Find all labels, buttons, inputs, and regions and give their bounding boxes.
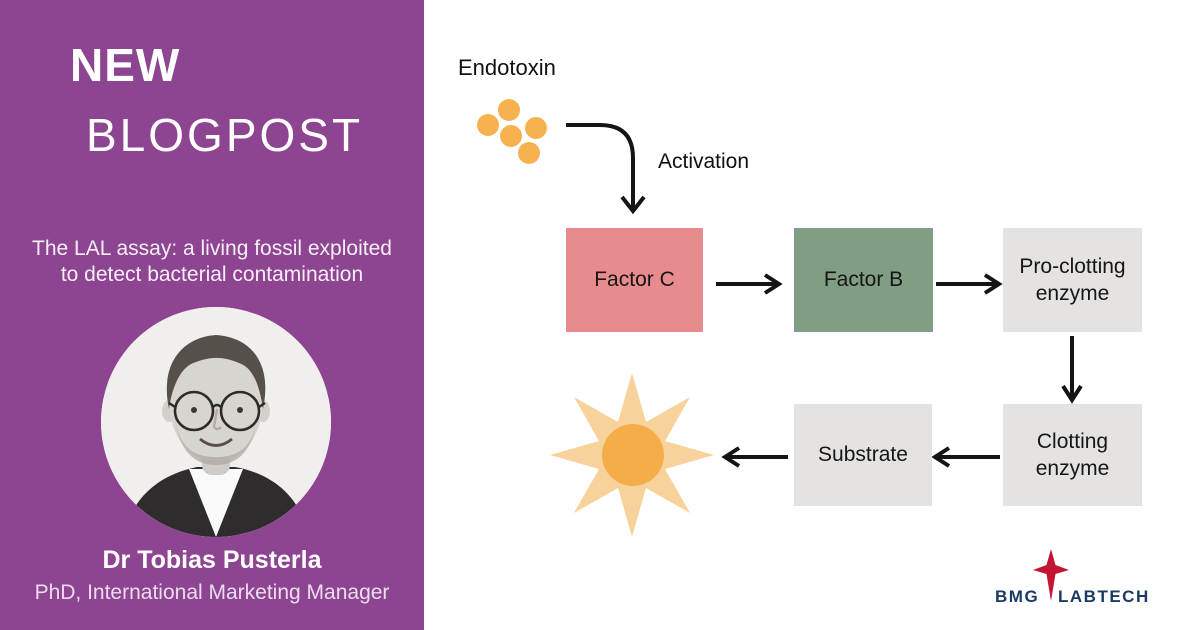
reaction-star-icon bbox=[550, 373, 714, 537]
post-title: The LAL assay: a living fossil exploited… bbox=[0, 236, 424, 288]
node-factor-b: Factor B bbox=[794, 228, 933, 332]
activation-arrow bbox=[566, 123, 635, 209]
node-pro-clotting-enzyme: Pro-clotting enzyme bbox=[1003, 228, 1142, 332]
author-photo bbox=[101, 307, 331, 537]
endotoxin-label: Endotoxin bbox=[458, 55, 556, 80]
author-name: Dr Tobias Pusterla bbox=[102, 546, 322, 574]
title-blogpost: BLOGPOST bbox=[86, 109, 364, 161]
logo-star-icon bbox=[1033, 549, 1069, 601]
activation-label: Activation bbox=[658, 150, 750, 173]
node-clotting-enzyme: Clotting enzyme bbox=[1003, 404, 1142, 506]
author-photo-image bbox=[101, 307, 331, 537]
post-title-line2: to detect bacterial contamination bbox=[60, 262, 364, 286]
author-role: PhD, International Marketing Manager bbox=[34, 581, 390, 604]
title-new: NEW bbox=[70, 39, 181, 91]
logo-word-bmg: BMG bbox=[995, 587, 1040, 606]
node-substrate: Substrate bbox=[794, 404, 932, 506]
endotoxin-dots-icon bbox=[477, 99, 547, 164]
logo-word-labtech: LABTECH bbox=[1058, 587, 1150, 606]
post-title-line1: The LAL assay: a living fossil exploited bbox=[32, 237, 392, 260]
left-panel: NEW BLOGPOST The LAL assay: a living fos… bbox=[0, 0, 424, 630]
node-factor-c: Factor C bbox=[566, 228, 703, 332]
